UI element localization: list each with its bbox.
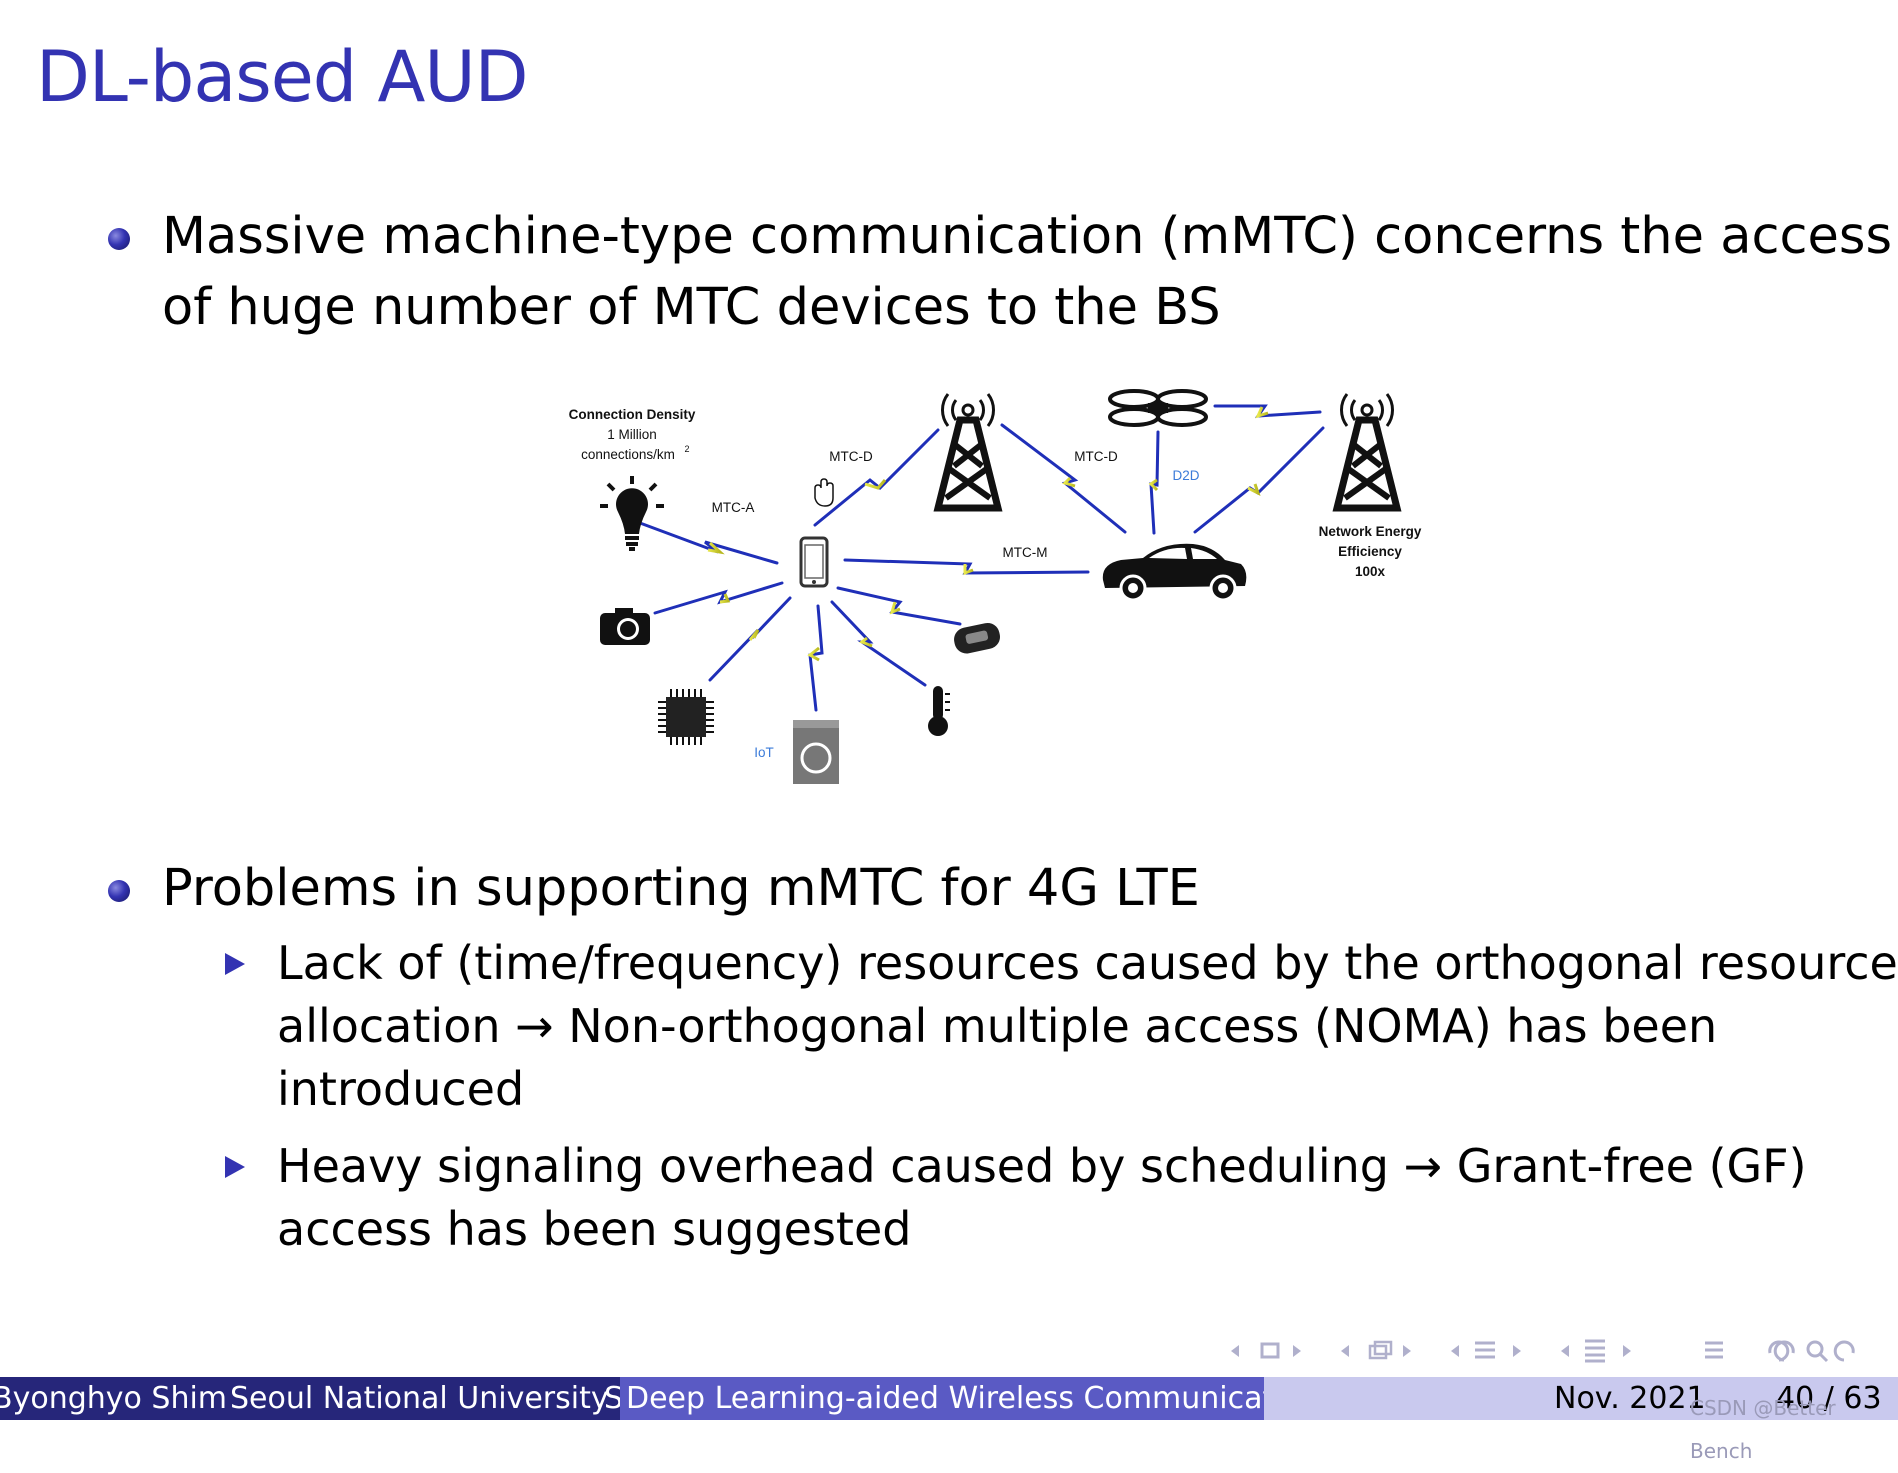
label-mtc-a: MTC-A bbox=[712, 500, 755, 515]
nav-document-button[interactable] bbox=[1561, 1339, 1631, 1363]
microchip-icon bbox=[658, 689, 714, 745]
sub-bullet-2-line-2: access has been suggested bbox=[277, 1202, 912, 1256]
sub-bullet-1-line-2: allocation → Non-orthogonal multiple acc… bbox=[277, 999, 1718, 1053]
bolt bbox=[1148, 478, 1159, 492]
footer-title-section: Deep Learning-aided Wireless Communicati… bbox=[620, 1377, 1264, 1420]
footer-author-section: Byonghyo Shim Seoul National University … bbox=[0, 1377, 620, 1420]
network-energy-title: Network Energy bbox=[1319, 524, 1422, 539]
nav-frame-button[interactable] bbox=[1231, 1342, 1301, 1359]
washing-machine-icon bbox=[793, 720, 839, 784]
bolt bbox=[889, 601, 901, 615]
footer-truncated: S bbox=[604, 1381, 620, 1416]
network-energy-subtitle: Efficiency bbox=[1338, 544, 1402, 559]
link-phone-wearable bbox=[836, 586, 962, 626]
link-phone-washer bbox=[808, 604, 824, 712]
link-phone-camera bbox=[653, 581, 784, 615]
sub-bullet-1-line-1: Lack of (time/frequency) resources cause… bbox=[277, 936, 1898, 990]
footer-author: Byonghyo Shim bbox=[0, 1381, 228, 1416]
bolt bbox=[859, 636, 873, 648]
network-energy-value: 100x bbox=[1355, 564, 1386, 579]
drone-icon bbox=[1108, 389, 1208, 427]
label-d2d: D2D bbox=[1172, 468, 1199, 483]
car-icon bbox=[1102, 543, 1247, 602]
nav-toc-icon[interactable] bbox=[1705, 1341, 1723, 1359]
hand-cursor-icon bbox=[814, 478, 834, 507]
bolt bbox=[1247, 483, 1261, 496]
base-station-tower-icon bbox=[1332, 393, 1402, 512]
connection-density-unit: connections/km bbox=[581, 447, 675, 462]
nav-subsection-button[interactable] bbox=[1341, 1340, 1411, 1360]
footer-talk-title: Deep Learning-aided Wireless Communicati… bbox=[626, 1381, 1264, 1416]
nav-search-icon[interactable] bbox=[1806, 1340, 1829, 1363]
bolt bbox=[1062, 476, 1076, 488]
link-bs1-car bbox=[1000, 423, 1127, 534]
footer-date: Nov. 2021 bbox=[1554, 1381, 1706, 1416]
footer-bar: Byonghyo Shim Seoul National University … bbox=[0, 1377, 1898, 1463]
link-phone-bs1 bbox=[813, 428, 940, 527]
footer-page-number: 40 / 63 bbox=[1776, 1381, 1882, 1416]
light-bulb-icon bbox=[600, 476, 664, 551]
link-phone-car bbox=[843, 558, 1090, 575]
sub-bullet-1-line-3: introduced bbox=[277, 1062, 525, 1116]
label-mtc-d-right: MTC-D bbox=[1074, 449, 1118, 464]
link-phone-bulb bbox=[638, 521, 779, 565]
sub-bullet-2-line-1: Heavy signaling overhead caused by sched… bbox=[277, 1139, 1807, 1193]
sub-bullet-marker bbox=[225, 1156, 245, 1178]
link-drone-car bbox=[1149, 430, 1160, 535]
bullet-marker bbox=[108, 880, 130, 902]
base-station-tower-icon bbox=[933, 393, 1003, 512]
connection-density-sup: 2 bbox=[684, 444, 689, 454]
link-car-bs2 bbox=[1193, 426, 1325, 534]
bolt bbox=[707, 541, 725, 555]
slide-title: DL-based AUD bbox=[36, 36, 529, 118]
label-iot: IoT bbox=[754, 745, 774, 760]
label-mtc-d-left: MTC-D bbox=[829, 449, 873, 464]
camera-icon bbox=[600, 608, 650, 645]
bullet-1-line-1: Massive machine-type communication (mMTC… bbox=[162, 207, 1893, 266]
bullet-1-line-2: of huge number of MTC devices to the BS bbox=[162, 278, 1221, 337]
bolt bbox=[864, 479, 887, 490]
connection-density-value: 1 Million bbox=[607, 427, 657, 442]
smartphone-icon bbox=[799, 536, 829, 588]
bullet-2-text: Problems in supporting mMTC for 4G LTE bbox=[162, 859, 1200, 918]
wearable-band-icon bbox=[954, 622, 1000, 654]
nav-redo-icon[interactable] bbox=[1833, 1340, 1855, 1362]
bolt bbox=[1255, 406, 1269, 419]
sub-bullet-marker bbox=[225, 953, 245, 975]
nav-undo-icon[interactable] bbox=[1768, 1340, 1795, 1362]
navigation-bar bbox=[1225, 1333, 1895, 1369]
footer-institution: Seoul National University bbox=[230, 1381, 609, 1416]
bolt bbox=[963, 564, 974, 576]
bolt bbox=[719, 593, 731, 604]
thermometer-icon bbox=[928, 686, 950, 736]
label-mtc-m: MTC-M bbox=[1003, 545, 1048, 560]
mmtc-figure: Connection Density 1 Million connections… bbox=[540, 380, 1440, 790]
bullet-marker bbox=[108, 228, 130, 250]
bolt bbox=[748, 629, 760, 641]
footer-date-section: Nov. 2021 40 / 63 bbox=[1264, 1377, 1898, 1420]
bolt bbox=[807, 646, 820, 662]
watermark: CSDN @Better Bench bbox=[1690, 1396, 1836, 1463]
nav-section-button[interactable] bbox=[1451, 1341, 1521, 1359]
connection-density-title: Connection Density bbox=[569, 407, 696, 422]
